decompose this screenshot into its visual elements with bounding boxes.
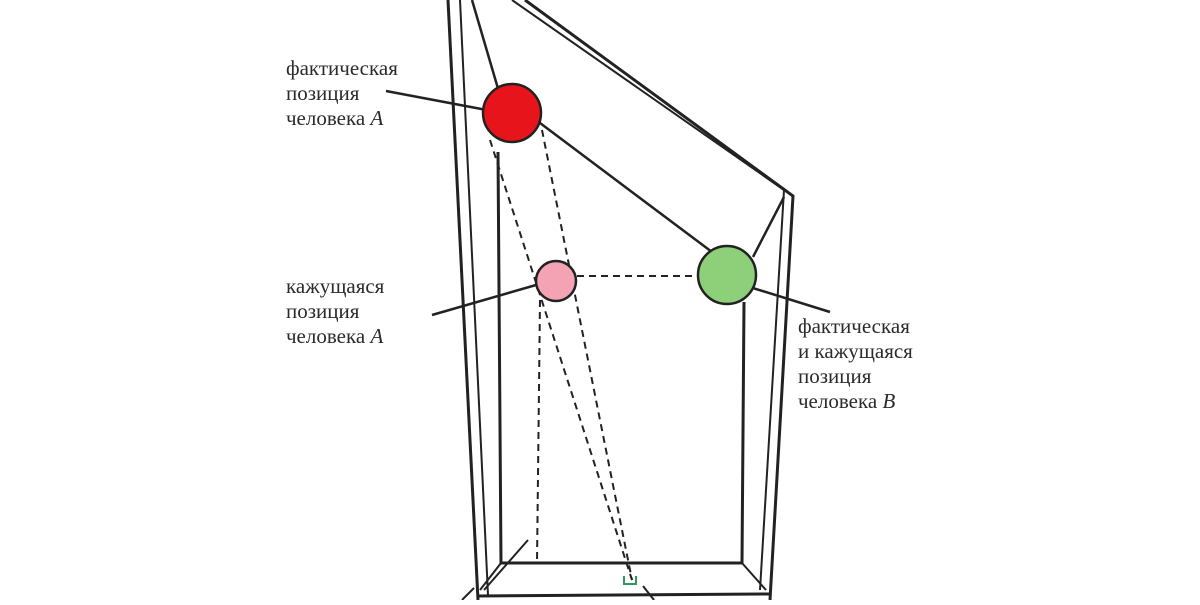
label-person-a-apparent: кажущаяся позиция человека A [286,274,384,349]
label-word: человека [798,389,878,413]
floor-edge-front [477,592,771,598]
person-name: A [370,106,384,130]
floor-bottom-line-left [461,587,475,601]
person-a-apparent-circle [534,259,578,303]
dashed-apparent-down [536,299,541,564]
label-word: человека [286,324,366,348]
person-name: A [370,324,384,348]
label-person-b: фактическая и кажущаяся позиция человека… [798,314,913,414]
dashed-a-down-right [541,129,633,581]
label-line: позиция [286,81,360,105]
label-line: человека A [286,324,384,349]
person-a-actual-circle [481,82,543,144]
room-outer-wall-right [524,0,795,601]
person-b-circle [696,244,758,306]
sight-line-a-b [535,119,713,253]
room-inner-wall-left [459,0,489,596]
leader-a-apparent [431,283,537,317]
room-outer-wall-left [446,0,480,601]
label-line: фактическая [798,314,910,338]
label-line: позиция [798,364,872,388]
label-line: человека B [798,389,913,414]
floor-diagonal [483,539,529,591]
floor-edge-back-left [479,562,502,591]
back-wall-frame [496,151,746,565]
person-name: B [882,389,896,413]
label-word: человека [286,106,366,130]
label-line: человека A [286,106,398,131]
dashed-a-down-left [489,139,633,581]
leader-b [739,282,831,314]
sight-line-b-corner [751,196,786,258]
label-line: кажущаяся [286,274,385,298]
room-inner-wall-right [511,0,786,591]
leader-a-actual [385,89,493,113]
right-angle-mark [623,576,637,585]
label-person-a-actual: фактическая позиция человека A [286,56,398,131]
sight-line-top-a [470,0,501,93]
floor-bottom-line-small [642,585,655,601]
label-line: позиция [286,299,360,323]
label-line: и кажущаяся [798,339,913,363]
floor-edge-back-right [741,562,767,591]
label-line: фактическая [286,56,398,80]
